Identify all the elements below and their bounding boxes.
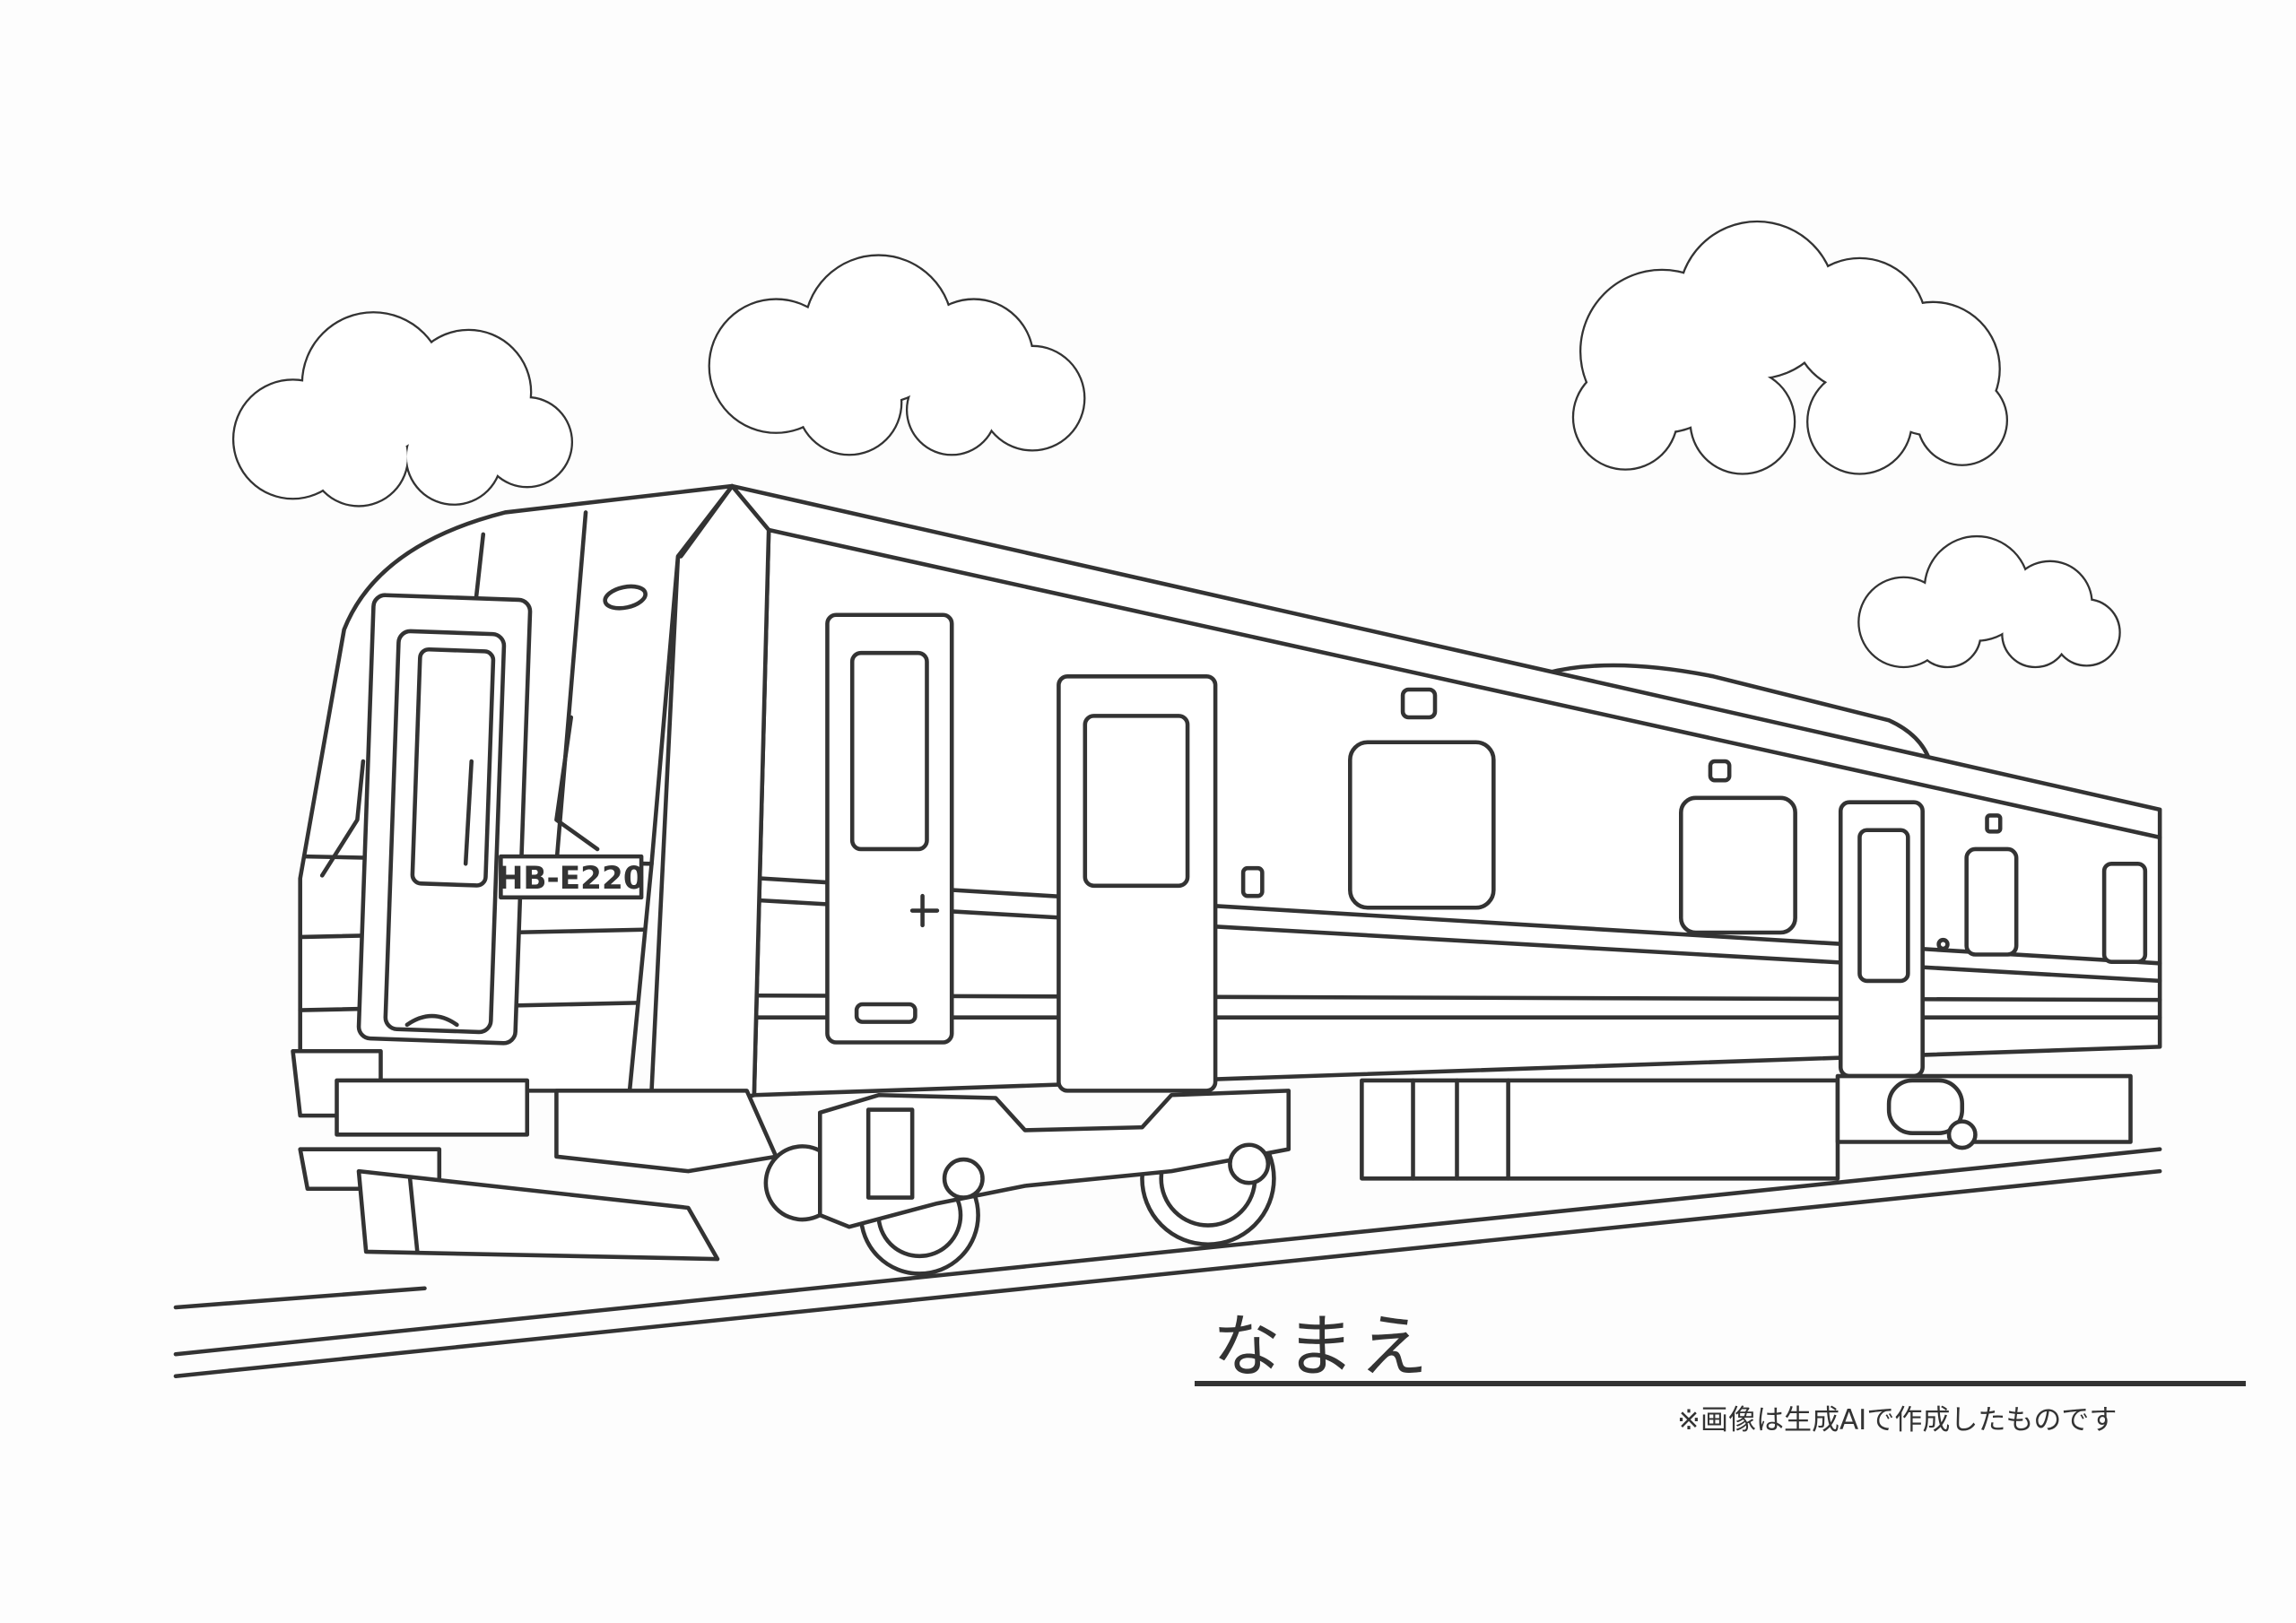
railway-track: [173, 1147, 2162, 1379]
cloud-1: [231, 311, 574, 508]
train: HB-E220: [291, 483, 2162, 1276]
name-field-label: なまえ: [1213, 1306, 1433, 1386]
cloud-4: [1857, 534, 2121, 669]
ai-generated-disclaimer: ※画像は生成AIで作成したものです: [1677, 1404, 2118, 1436]
name-write-line: [1195, 1381, 2246, 1386]
cloud-2: [708, 254, 1086, 456]
train-number-plate: HB-E220: [498, 861, 645, 897]
cloud-3: [1571, 220, 2009, 475]
